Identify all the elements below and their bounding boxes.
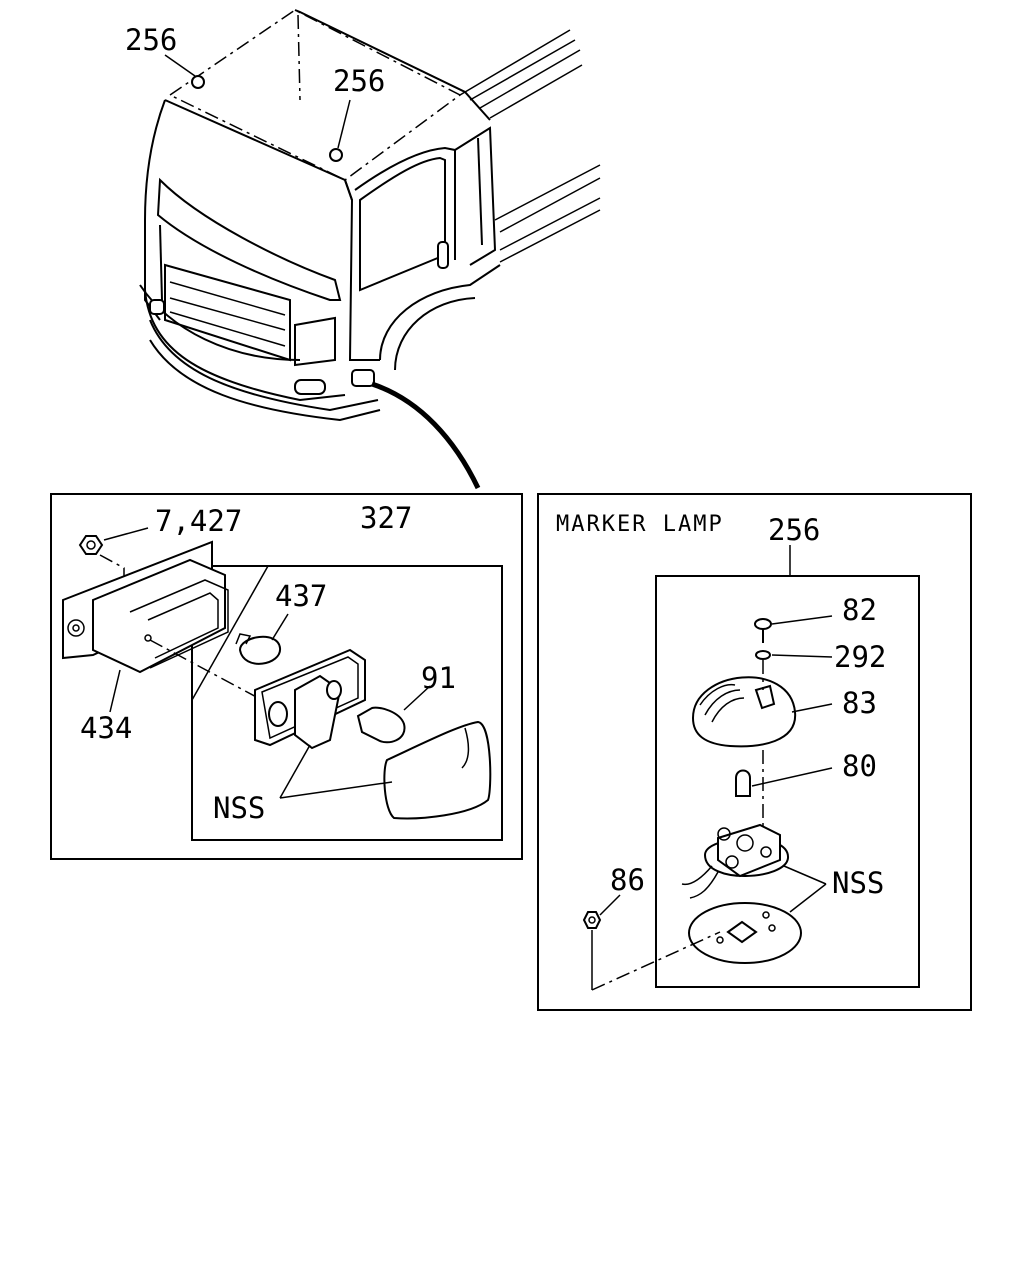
- label-washer: 292: [834, 640, 886, 674]
- truck-cab-illustration: [139, 9, 601, 490]
- side-lamp-parts: [62, 527, 492, 820]
- label-marker-lamp-assembly: 256: [768, 513, 820, 547]
- label-marker-nut: 86: [610, 863, 645, 897]
- side-lamp-assembly-box: [191, 565, 503, 841]
- label-nss-marker: NSS: [832, 866, 884, 900]
- marker-lamp-assembly-box: [655, 575, 920, 988]
- label-bulb: 91: [421, 661, 456, 695]
- label-side-lamp-assembly: 327: [360, 501, 412, 535]
- callout-roof-right: 256: [333, 64, 385, 98]
- label-screw: 82: [842, 593, 877, 627]
- label-lens: 83: [842, 686, 877, 720]
- label-lamp-case: 434: [80, 711, 132, 745]
- marker-lamp-panel: [537, 493, 972, 1011]
- label-marker-bulb: 80: [842, 749, 877, 783]
- marker-lamp-parts: [582, 615, 833, 991]
- callout-roof-left: 256: [125, 23, 177, 57]
- marker-lamp-title: MARKER LAMP: [556, 512, 724, 537]
- side-lamp-panel: [50, 493, 523, 860]
- label-nut: 7,427: [155, 504, 242, 538]
- label-nss-side: NSS: [213, 791, 265, 825]
- label-socket: 437: [275, 579, 327, 613]
